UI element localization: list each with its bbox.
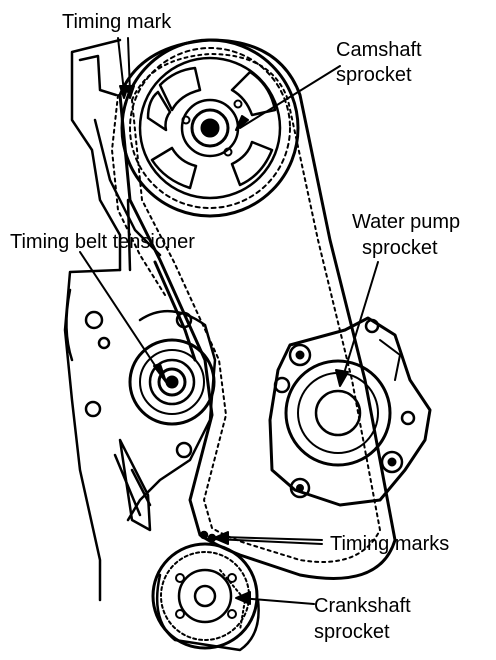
water-pump-sprocket [268,316,432,507]
label-timing-belt-tensioner: Timing belt tensioner [10,231,195,253]
tensioner-pulley [128,338,216,426]
label-timing-marks: Timing marks [330,533,449,555]
label-crankshaft-sprocket-line2: sprocket [314,621,390,643]
label-camshaft-sprocket-line1: Camshaft [336,39,422,61]
label-water-pump-sprocket-line1: Water pump [352,211,460,233]
engine-block-outline [63,38,162,602]
label-camshaft-sprocket-line2: sprocket [336,64,412,86]
label-timing-mark: Timing mark [62,11,172,33]
callout-lines [79,37,379,605]
tensioner-bracket [113,309,217,532]
label-crankshaft-sprocket-line1: Crankshaft [314,595,411,617]
camshaft-sprocket [120,38,300,218]
label-water-pump-sprocket-line2: sprocket [362,237,438,259]
